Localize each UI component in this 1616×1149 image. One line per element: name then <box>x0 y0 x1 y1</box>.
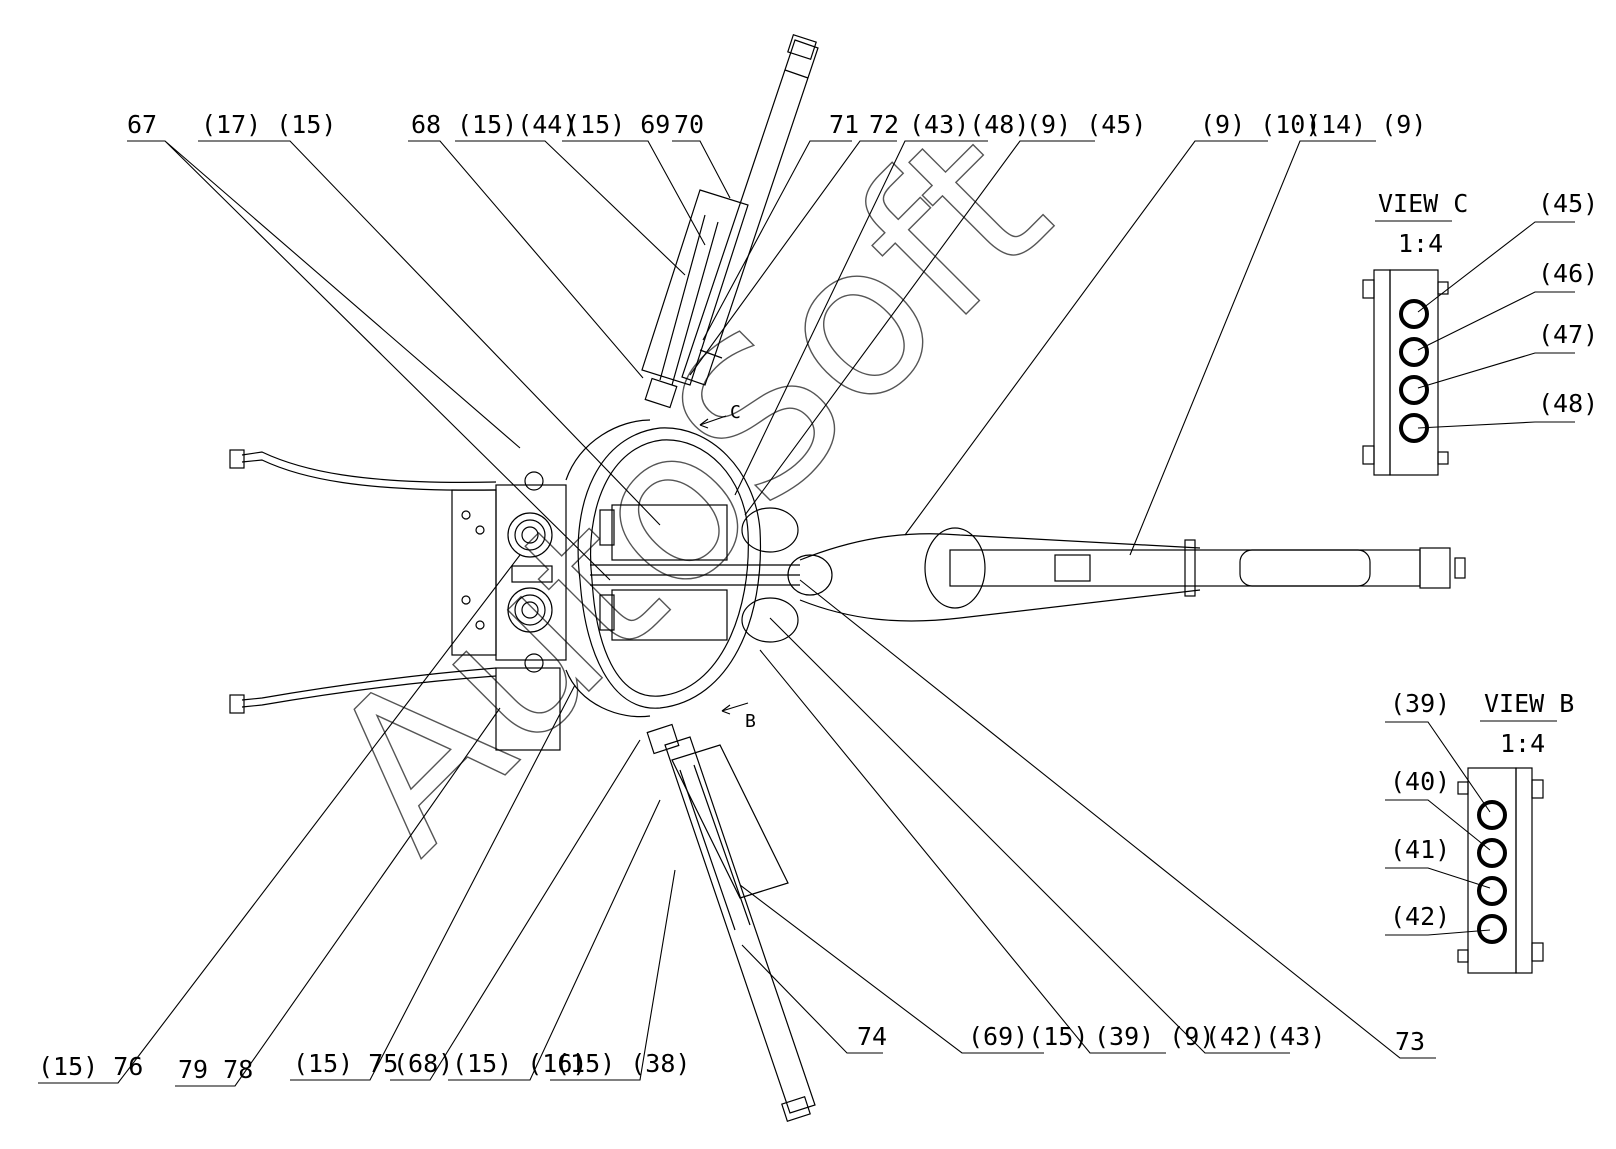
callout-74: 74 <box>857 1022 887 1051</box>
callout-15-38: (15) (38) <box>555 1049 690 1078</box>
view-c-label-48: (48) <box>1538 389 1598 418</box>
view-b-label-39: (39) <box>1390 689 1450 718</box>
callout-68b: (68) <box>393 1049 453 1078</box>
svg-text:B: B <box>745 711 756 732</box>
watermark: AutoSoft <box>281 84 1093 896</box>
hose-loop <box>565 419 762 718</box>
left-hoses <box>229 449 497 714</box>
valve-block <box>451 471 567 751</box>
callout-43-48: (43)(48) <box>909 110 1029 139</box>
callout-71: 71 <box>829 110 859 139</box>
right-cylinder <box>741 507 1466 643</box>
svg-text:C: C <box>730 402 741 423</box>
view-b-scale: 1:4 <box>1500 729 1545 758</box>
view-b-label-40: (40) <box>1390 767 1450 796</box>
callout-15-16: (15) (16) <box>452 1049 587 1078</box>
section-arrow-b: B <box>721 702 756 732</box>
callout-14-9: (14) (9) <box>1306 110 1426 139</box>
callout-72: 72 <box>869 110 899 139</box>
central-blocks <box>590 504 800 641</box>
callout-70: 70 <box>674 110 704 139</box>
callout-15-69: (15) 69 <box>565 110 670 139</box>
callouts-bottom: (15) 76 79 78 (15) 75 (68) (15) (16) (15… <box>38 554 1436 1087</box>
view-b-label-42: (42) <box>1390 902 1450 931</box>
callout-15-76: (15) 76 <box>38 1052 143 1081</box>
view-c-label-47: (47) <box>1538 320 1598 349</box>
callout-67: 67 <box>127 110 157 139</box>
view-c-scale: 1:4 <box>1398 229 1443 258</box>
view-b-label-41: (41) <box>1390 835 1450 864</box>
callout-9-45: (9) (45) <box>1026 110 1146 139</box>
callout-15-75: (15) 75 <box>293 1049 398 1078</box>
callout-39-9: (39) (9) <box>1094 1022 1214 1051</box>
assembly-drawing: C B <box>229 33 1466 1123</box>
callout-17-15: (17) (15) <box>201 110 336 139</box>
callout-15-44: (15)(44) <box>457 110 577 139</box>
section-arrow-c: C <box>699 402 741 429</box>
view-c-detail: VIEW C 1:4 (45) (46) (47) (48) <box>1362 189 1598 476</box>
view-b-detail: VIEW B 1:4 (39) (40) (41) (42) <box>1385 689 1574 974</box>
callout-68: 68 <box>411 110 441 139</box>
callout-69-15: (69)(15) <box>968 1022 1088 1051</box>
view-c-label-46: (46) <box>1538 259 1598 288</box>
callouts-top: 67 (17) (15) 68 (15)(44) (15) 69 70 71 7… <box>127 110 1426 581</box>
svg-text:AutoSoft: AutoSoft <box>282 84 1093 895</box>
view-c-title: VIEW C <box>1378 189 1468 218</box>
upper-cylinder <box>641 33 819 409</box>
callout-42-43: (42)(43) <box>1205 1022 1325 1051</box>
view-c-label-45: (45) <box>1538 189 1598 218</box>
callout-79-78: 79 78 <box>178 1055 253 1084</box>
lower-cylinder <box>646 723 816 1123</box>
view-b-title: VIEW B <box>1484 689 1574 718</box>
callout-9-10: (9) (10) <box>1200 110 1320 139</box>
callout-73: 73 <box>1395 1027 1425 1056</box>
